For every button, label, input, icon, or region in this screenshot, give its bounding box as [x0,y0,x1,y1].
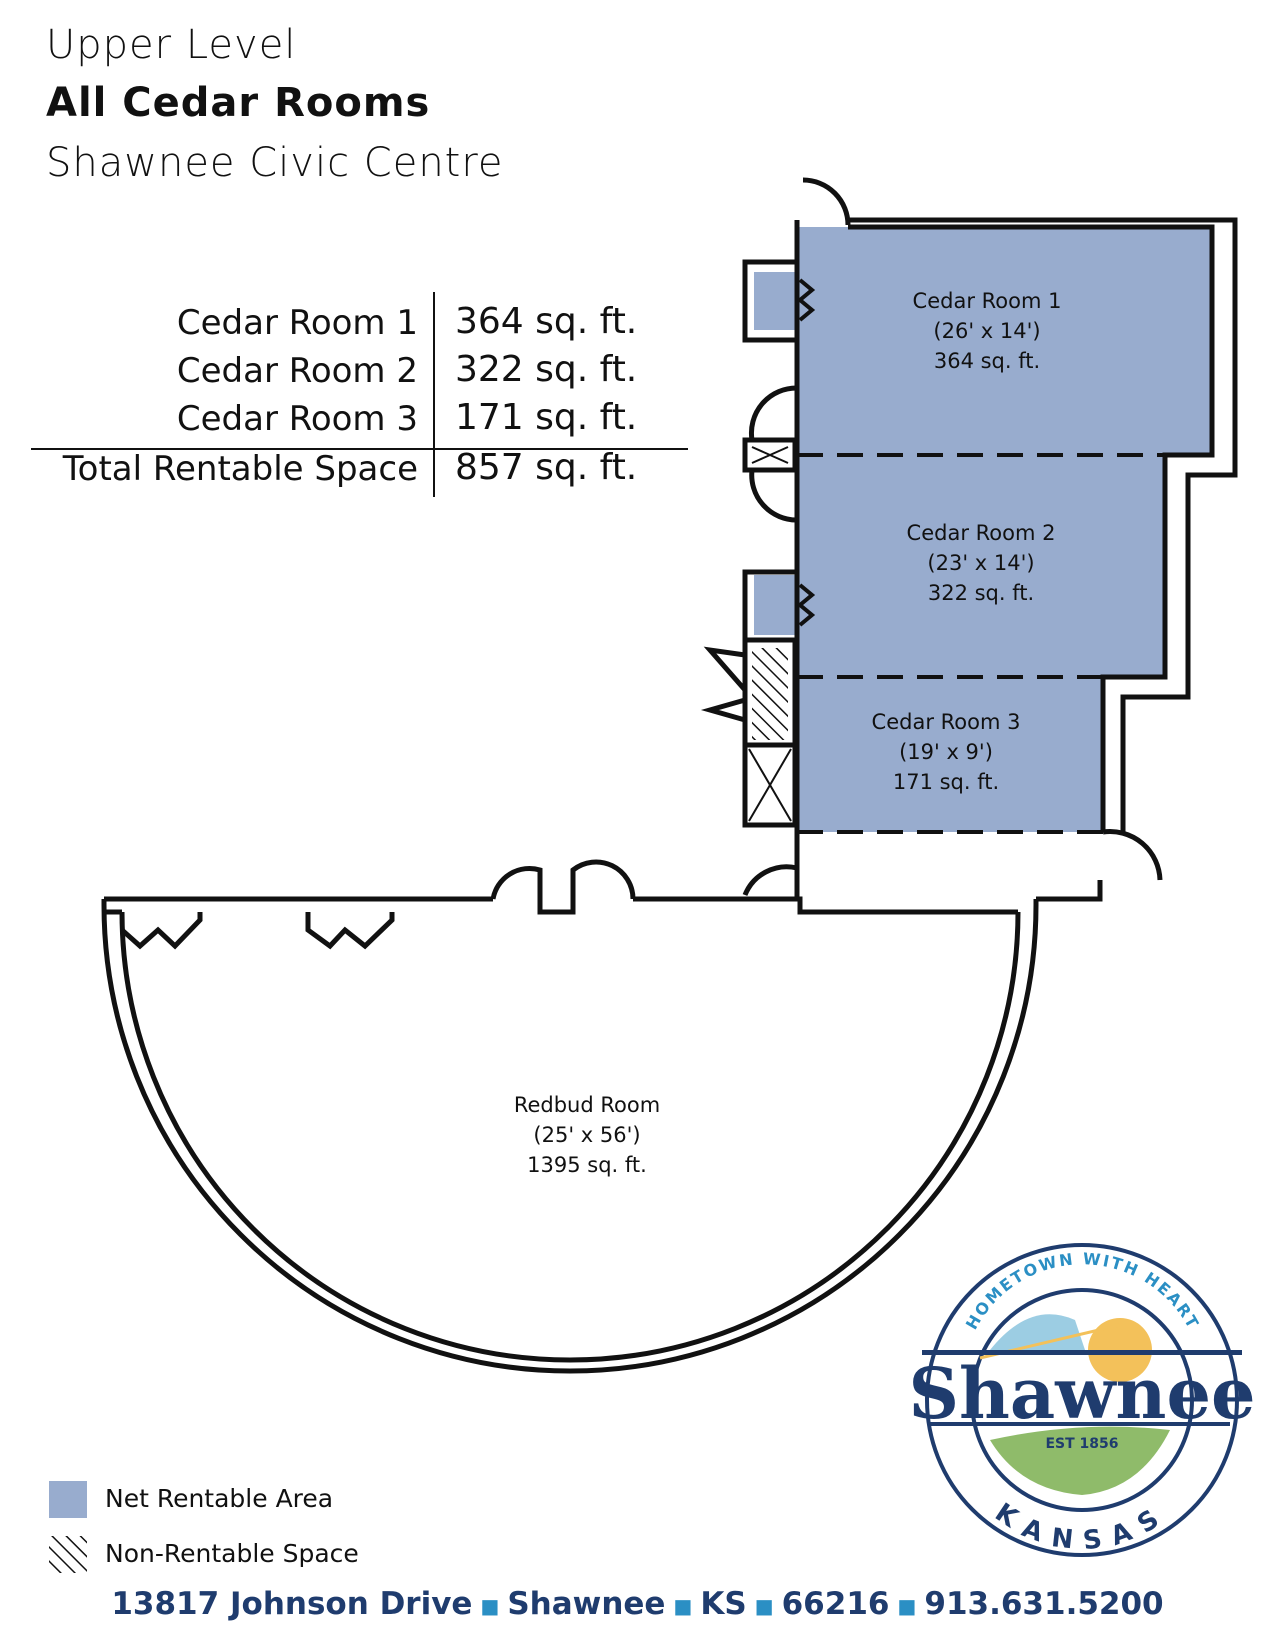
footer-city: Shawnee [507,1586,666,1622]
cedar-room-1-area [797,227,1212,455]
rentable-area [754,227,1212,832]
shawnee-logo: Shawnee EST 1856 HOMETOWN WITH HEART KAN… [908,1243,1256,1557]
room-name: Cedar Room 1 [912,289,1062,313]
room-name: Cedar Room 3 [871,710,1021,734]
table-room-label: Cedar Room 1 [176,303,418,343]
room-area: 1395 sq. ft. [527,1153,647,1177]
footer-zip: 66216 [781,1586,890,1622]
table-room-label: Cedar Room 3 [176,399,418,439]
room-dims: (23' x 14') [927,551,1035,575]
footer-address: 13817 Johnson Drive [111,1586,473,1622]
legend-rentable-swatch [49,1481,87,1518]
footer-contact: 13817 Johnson Drive■Shawnee■KS■66216■913… [111,1586,1164,1622]
closet-2 [754,575,797,635]
room-area: 322 sq. ft. [927,581,1035,605]
room-dividers [797,453,1165,834]
table-room-area: 322 sq. ft. [455,349,638,390]
room-area: 171 sq. ft. [892,770,1000,794]
legend-non-rentable-swatch [49,1536,87,1573]
table-total-area: 857 sq. ft. [455,447,638,488]
room-name: Redbud Room [513,1093,661,1117]
table-room-area: 171 sq. ft. [455,397,638,438]
legend-non-rentable-label: Non-Rentable Space [105,1539,359,1568]
footer-state: KS [700,1586,747,1622]
table-room-label: Cedar Room 2 [176,351,418,391]
room-name: Cedar Room 2 [906,521,1056,545]
page-title: All Cedar Rooms [46,80,431,126]
level-title: Upper Level [46,22,297,68]
room-dims: (26' x 14') [933,319,1041,343]
room-area: 364 sq. ft. [933,349,1041,373]
logo-name: Shawnee [908,1352,1255,1435]
cedar-room-3-area [797,677,1103,832]
room-label-cedar-3: Cedar Room 3 (19' x 9') 171 sq. ft. [872,707,1021,797]
room-dims: (19' x 9') [899,740,993,764]
room-dims: (25' x 56') [533,1123,641,1147]
room-label-cedar-2: Cedar Room 2 (23' x 14') 322 sq. ft. [907,518,1056,608]
legend-rentable-label: Net Rentable Area [105,1484,334,1513]
cedar-room-2-area [797,455,1165,677]
venue-title: Shawnee Civic Centre [46,140,504,186]
footer-phone: 913.631.5200 [924,1586,1164,1622]
closet-1 [754,272,797,330]
room-label-cedar-1: Cedar Room 1 (26' x 14') 364 sq. ft. [913,286,1062,376]
redbud-room-walls [101,859,1103,1374]
logo-est: EST 1856 [1045,1436,1118,1452]
table-total-label: Total Rentable Space [62,449,418,489]
table-room-area: 364 sq. ft. [455,301,638,342]
room-label-redbud: Redbud Room (25' x 56') 1395 sq. ft. [514,1090,660,1180]
non-rentable-space [752,648,788,740]
